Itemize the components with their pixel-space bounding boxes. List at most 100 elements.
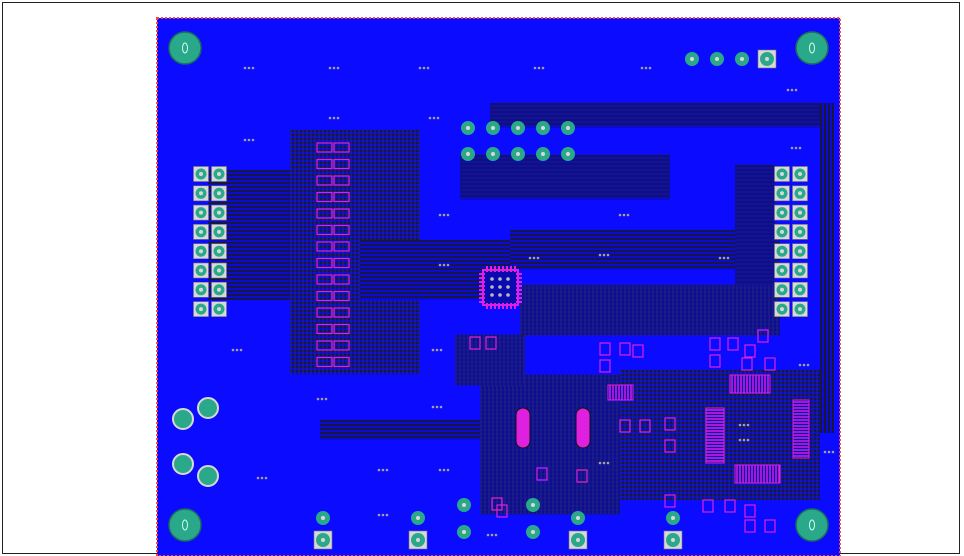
via [436, 116, 440, 120]
header-left-pin-hole [217, 210, 221, 215]
resistor-pad [333, 257, 350, 269]
resistor-pad [333, 175, 350, 186]
smd-component [764, 519, 776, 533]
resistor-pad [333, 323, 350, 335]
header-top-center-pin-hole [566, 126, 570, 130]
mounting-hole [168, 508, 202, 542]
via [827, 450, 831, 454]
qfn-pin [498, 266, 500, 272]
trace-bundle-lower-center [520, 285, 780, 335]
smd-component [536, 467, 548, 481]
smd-component [724, 499, 736, 513]
qfn-pin [516, 293, 522, 295]
resistor-pad [333, 307, 350, 318]
qfn-pin [502, 303, 504, 309]
bottom-connector-pin-hole [416, 516, 420, 520]
smd-component [744, 504, 756, 518]
bottom-connector-pin-hole [671, 538, 675, 542]
via [377, 513, 381, 517]
qfn-pin [506, 303, 508, 309]
smd-component [469, 336, 481, 350]
qfn-pin [514, 266, 516, 272]
via [626, 213, 630, 217]
via [418, 66, 422, 70]
via [806, 363, 810, 367]
qfn-pin [479, 301, 485, 303]
via [426, 66, 430, 70]
via [823, 450, 827, 454]
bottom-connector-pin-hole [576, 538, 580, 542]
via [247, 138, 251, 142]
qfn-pin [516, 273, 522, 275]
smd-component [619, 419, 631, 433]
header-top-center-pin-hole [516, 152, 520, 156]
bottom-connector-pin-hole [576, 516, 580, 520]
header-left-pin-hole [199, 268, 203, 273]
header-top-right-pin-hole [715, 57, 719, 61]
via [422, 66, 426, 70]
smd-component [664, 439, 676, 453]
via [746, 423, 750, 427]
crystal [515, 407, 531, 449]
via [606, 253, 610, 257]
qfn-pin [516, 297, 522, 299]
resistor-pad [316, 290, 333, 302]
header-right-pin-hole [780, 172, 784, 176]
resistor-pad [316, 274, 333, 285]
via [260, 476, 264, 480]
resistor-pad [316, 208, 333, 219]
header-right-pin-hole [780, 307, 784, 312]
via [332, 116, 336, 120]
header-right-pin-hole [798, 172, 802, 176]
mounting-hole [795, 508, 829, 542]
via [239, 348, 243, 352]
qfn-via [490, 277, 494, 281]
smd-component [727, 337, 739, 351]
header-left-pin-hole [199, 210, 203, 215]
qfn-pin [494, 303, 496, 309]
via [640, 66, 644, 70]
smd-component [599, 342, 611, 356]
power-pad [172, 453, 194, 475]
via [251, 138, 255, 142]
header-top-right-pin-hole [740, 57, 744, 61]
trace-bundle-right-fanout [735, 165, 775, 285]
smd-component [757, 329, 769, 343]
via [742, 423, 746, 427]
resistor-pad [333, 142, 350, 153]
header-right-pin-hole [798, 191, 802, 196]
via [264, 476, 268, 480]
via [431, 405, 435, 409]
via [536, 256, 540, 260]
resistor-pad [333, 274, 350, 285]
header-top-center-pin-hole [541, 126, 545, 130]
header-top-center-pin-hole [466, 152, 470, 156]
qfn-pin [498, 303, 500, 309]
header-top-center-pin-hole [541, 152, 545, 156]
via [438, 263, 442, 267]
via [431, 348, 435, 352]
qfn-via [490, 285, 494, 289]
qfn-via [490, 293, 494, 297]
header-right-pin-hole [780, 268, 784, 273]
header-right-pin-hole [798, 268, 802, 273]
bottom-connector-pin-hole [531, 503, 535, 507]
header-top-center-pin-hole [466, 126, 470, 130]
via [432, 116, 436, 120]
resistor-pad [333, 290, 350, 302]
via [442, 468, 446, 472]
header-right-pin-hole [798, 307, 802, 312]
qfn-pin [516, 285, 522, 287]
crystal [575, 407, 591, 449]
via [442, 213, 446, 217]
qfn-pin [516, 289, 522, 291]
via [381, 513, 385, 517]
via [528, 256, 532, 260]
header-left-pin-hole [217, 191, 221, 196]
bottom-connector-pin-hole [531, 530, 535, 534]
header-left-pin-hole [199, 307, 203, 312]
qfn-pin [510, 303, 512, 309]
smd-component [632, 344, 644, 358]
via [439, 405, 443, 409]
